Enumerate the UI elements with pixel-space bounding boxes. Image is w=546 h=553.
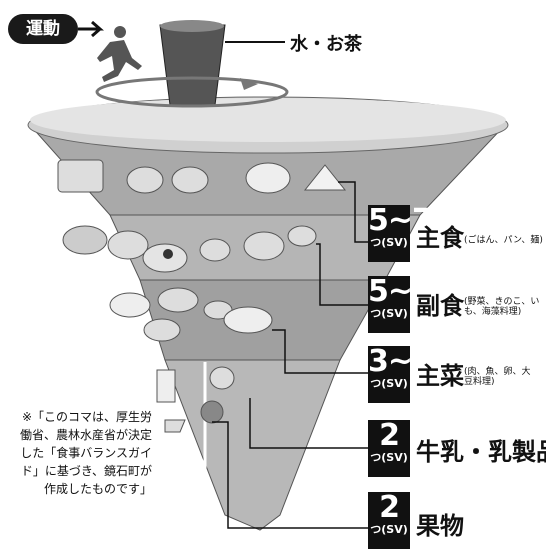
water-glass: [159, 24, 226, 106]
fruit-name: 果物: [416, 512, 464, 540]
side-label: 副食(野菜、きのこ、いも、海藻料理): [416, 286, 542, 321]
orange: [200, 400, 224, 424]
staple-note: (ごはん、パン、麺): [464, 235, 543, 246]
main-label: 主菜(肉、魚、卵、大豆料理): [416, 356, 534, 391]
runner-icon: [97, 26, 142, 82]
source-footnote: ※「このコマは、厚生労働省、農林水産省が決定した「食事バランスガイド」に基づき、…: [19, 410, 152, 496]
rice-bowl: [126, 166, 164, 194]
exercise-badge: 運動: [8, 14, 78, 44]
main-unit: つ(SV): [370, 377, 408, 390]
dairy-servings: 2: [379, 418, 400, 453]
cone-layer-dairy-fruit: [164, 359, 341, 531]
staple-servings: 5~7: [368, 203, 433, 238]
apple: [209, 366, 235, 390]
staple-label: 主食(ごはん、パン、麺): [416, 218, 543, 253]
fruit-label: 果物: [416, 506, 464, 541]
main-servings: 3~5: [368, 344, 433, 379]
main-badge: 3~5 つ(SV): [368, 344, 433, 403]
noodle-bowl: [245, 162, 291, 194]
staple-name: 主食: [416, 224, 464, 252]
onigiri: [303, 164, 347, 191]
dairy-name: 牛乳・乳製品: [416, 438, 546, 466]
fruit-unit: つ(SV): [370, 523, 408, 536]
water-tea-label: 水・お茶: [290, 34, 362, 55]
side-servings: 5~6: [368, 274, 433, 309]
staple-badge: 5~7 つ(SV): [368, 203, 433, 262]
main-note: (肉、魚、卵、大豆料理): [464, 367, 531, 387]
side-unit: つ(SV): [370, 307, 408, 320]
fruit-servings: 2: [379, 490, 400, 525]
side-note: (野菜、きのこ、いも、海藻料理): [464, 297, 540, 317]
main-name: 主菜: [416, 362, 464, 390]
side-name: 副食: [416, 292, 464, 320]
fruit-badge: 2 つ(SV): [368, 492, 410, 549]
dairy-unit: つ(SV): [370, 451, 408, 464]
bread-plate: [57, 159, 104, 193]
milk-glass: [156, 369, 176, 403]
staple-unit: つ(SV): [370, 236, 408, 249]
dairy-badge: 2 つ(SV): [368, 420, 410, 477]
dairy-label: 牛乳・乳製品: [416, 432, 546, 467]
side-badge: 5~6 つ(SV): [368, 274, 433, 333]
